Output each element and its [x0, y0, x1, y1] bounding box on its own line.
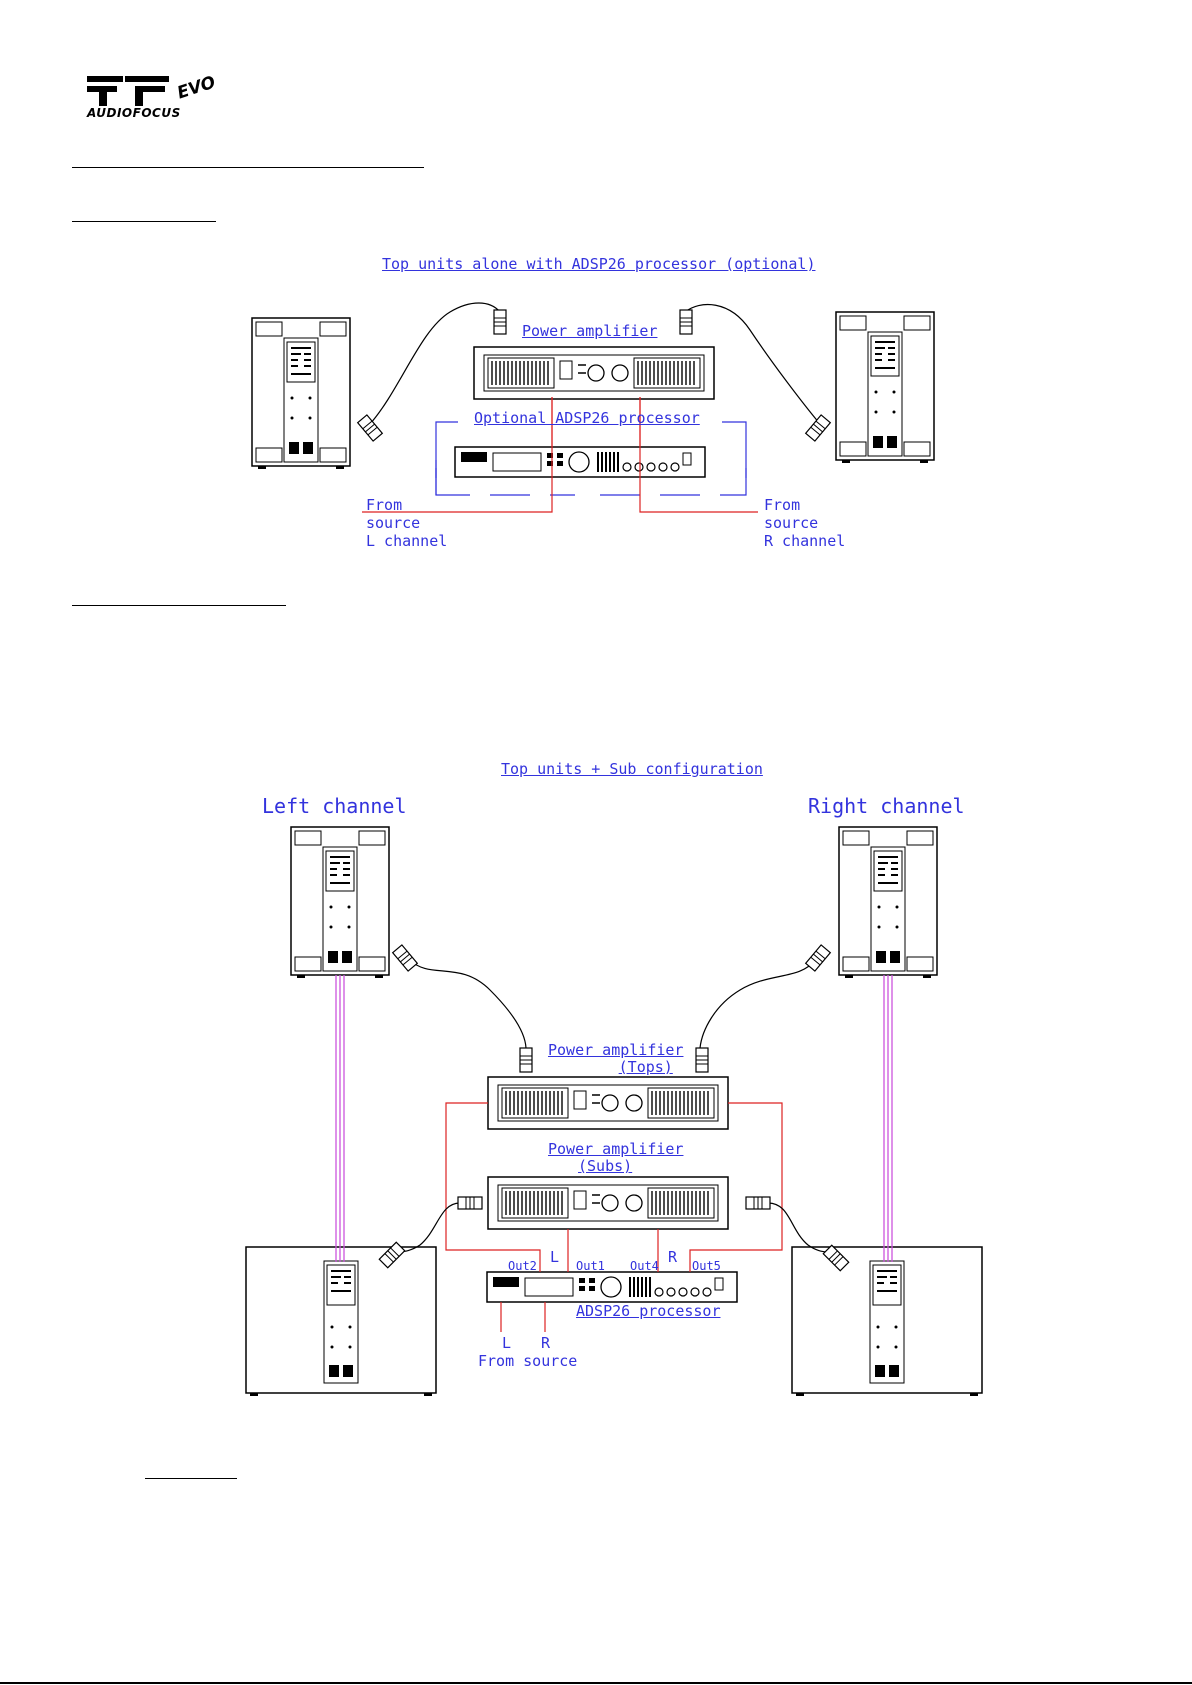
d1-processor: [454, 446, 706, 478]
d2-out5-label: Out5: [692, 1259, 721, 1273]
d2-amp-tops-label: Power amplifier (Tops): [548, 1043, 683, 1075]
d1-left-source-line3: L channel: [366, 532, 448, 550]
d2-amp-tops: [487, 1076, 729, 1130]
d1-left-speaker: [251, 317, 351, 470]
d1-right-source-line2: source: [764, 514, 819, 532]
page-bottom-rule: [0, 1682, 1192, 1684]
d1-right-source-line1: From: [764, 496, 801, 514]
d2-from-source: From source: [478, 1352, 578, 1370]
d2-out2-label: Out2: [508, 1259, 537, 1273]
d1-left-source-line2: source: [366, 514, 421, 532]
d2-amp-subs-line2: (Subs): [578, 1157, 633, 1175]
d2-source-r: R: [541, 1334, 551, 1352]
d2-processor-label: ADSP26 processor: [576, 1302, 721, 1320]
d1-amp-label: Power amplifier: [522, 322, 658, 340]
d1-right-source: From source R channel: [764, 498, 845, 549]
d1-speaker-cables: [369, 302, 821, 425]
d2-source-lines: [500, 1302, 546, 1332]
d2-amp-tops-line1: Power amplifier: [548, 1041, 684, 1059]
d2-left-sub: [245, 1246, 437, 1397]
d2-title: Top units + Sub configuration: [501, 760, 763, 778]
d1-title: Top units alone with ADSP26 processor (o…: [382, 255, 816, 273]
d1-processor-label: Optional ADSP26 processor: [474, 409, 700, 427]
d2-connector-subs-right: [745, 1196, 771, 1210]
d2-connector-subs-left: [457, 1196, 483, 1210]
d2-link-lines: [335, 975, 893, 1262]
d1-right-source-line3: R channel: [764, 532, 846, 550]
d2-right-channel: Right channel: [808, 794, 965, 818]
d2-amp-subs: [487, 1176, 729, 1230]
d1-optional-box: [435, 421, 747, 496]
d2-r-label: R: [668, 1248, 678, 1266]
section-heading-rule-1: [72, 221, 216, 222]
d1-connector-speaker-right: [805, 414, 831, 442]
d2-right-speaker: [838, 826, 938, 979]
d2-processor: [486, 1271, 738, 1303]
section-heading-rule-main: [72, 167, 424, 168]
d1-power-amplifier: [473, 346, 715, 400]
d2-amp-subs-label: Power amplifier (Subs): [548, 1142, 683, 1174]
d2-signal-lines: [445, 1102, 783, 1272]
d1-left-source-line1: From: [366, 496, 403, 514]
d1-right-speaker: [835, 311, 935, 464]
d2-out4-label: Out4: [630, 1259, 659, 1273]
logo-af-mark-icon: [87, 76, 169, 106]
d2-amp-subs-line1: Power amplifier: [548, 1140, 684, 1158]
d1-connector-amp-right: [679, 309, 693, 335]
d2-connector-left-speaker: [392, 944, 418, 972]
section-heading-rule-3: [145, 1478, 237, 1479]
d2-amp-tops-line2: (Tops): [618, 1058, 673, 1076]
d1-signal-lines: [362, 397, 758, 513]
logo: EVO AUDIOFOCUS: [85, 72, 235, 122]
d2-connector-right-speaker: [805, 944, 831, 972]
d2-connector-tops-left: [519, 1047, 533, 1073]
d1-left-source: From source L channel: [366, 498, 447, 549]
d2-left-speaker: [290, 826, 390, 979]
section-heading-rule-2: [72, 605, 286, 606]
d2-right-sub: [791, 1246, 983, 1397]
d1-connector-amp-left: [493, 309, 507, 335]
d2-l-label: L: [550, 1248, 560, 1266]
d1-connector-speaker-left: [357, 414, 383, 442]
d2-out1-label: Out1: [576, 1259, 605, 1273]
d2-source-l: L: [502, 1334, 512, 1352]
logo-brand-text: AUDIOFOCUS: [87, 106, 181, 120]
d2-left-channel: Left channel: [262, 794, 407, 818]
